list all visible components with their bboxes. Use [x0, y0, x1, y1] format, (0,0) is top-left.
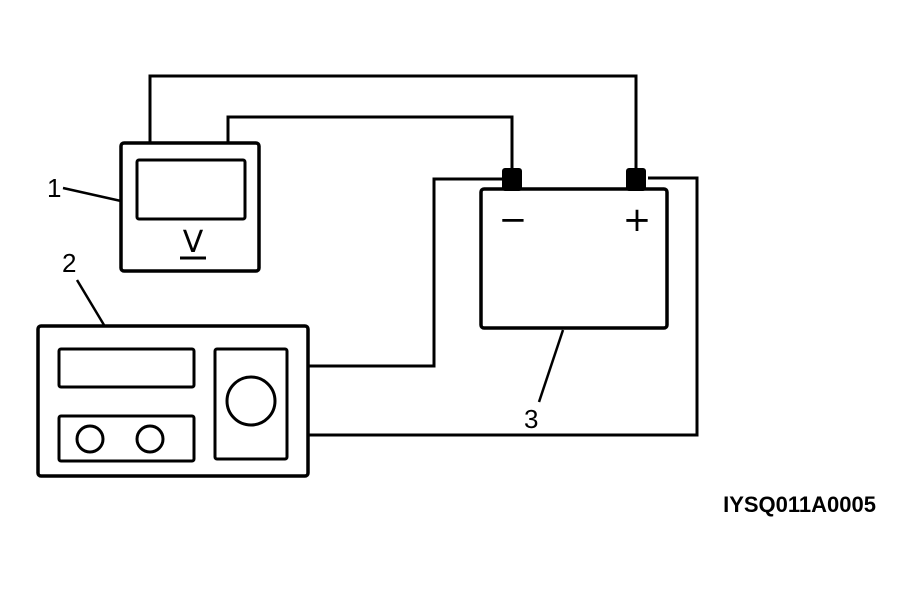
callout-3: 3 [524, 404, 538, 434]
battery-positive-terminal [626, 168, 646, 191]
battery-body [479, 187, 669, 330]
voltmeter-positive-wire [148, 74, 638, 168]
voltmeter-unit-symbol: V [183, 225, 204, 260]
charger [36, 324, 310, 478]
voltmeter: V [119, 141, 261, 273]
battery: − + [479, 168, 669, 330]
charger-negative-wire [308, 177, 506, 368]
callout-2: 2 [62, 248, 76, 278]
battery-positive-symbol: + [623, 200, 652, 240]
callout-3-leader [537, 329, 565, 403]
callout-1: 1 [47, 173, 61, 203]
charger-display [57, 347, 196, 389]
charger-knob-left [75, 424, 105, 454]
charger-positive-wire [308, 176, 699, 437]
callouts: 1 2 3 [47, 173, 565, 434]
callout-2-leader [75, 279, 106, 326]
battery-negative-symbol: − [499, 200, 528, 240]
charger-knob-right [135, 424, 165, 454]
callout-1-leader [62, 186, 122, 203]
voltmeter-display [135, 158, 247, 221]
charger-meter-dial [225, 375, 277, 427]
battery-negative-terminal [502, 168, 522, 191]
figure-code: IYSQ011A0005 [723, 492, 876, 517]
voltmeter-negative-wire [226, 115, 514, 168]
wires [148, 74, 699, 437]
